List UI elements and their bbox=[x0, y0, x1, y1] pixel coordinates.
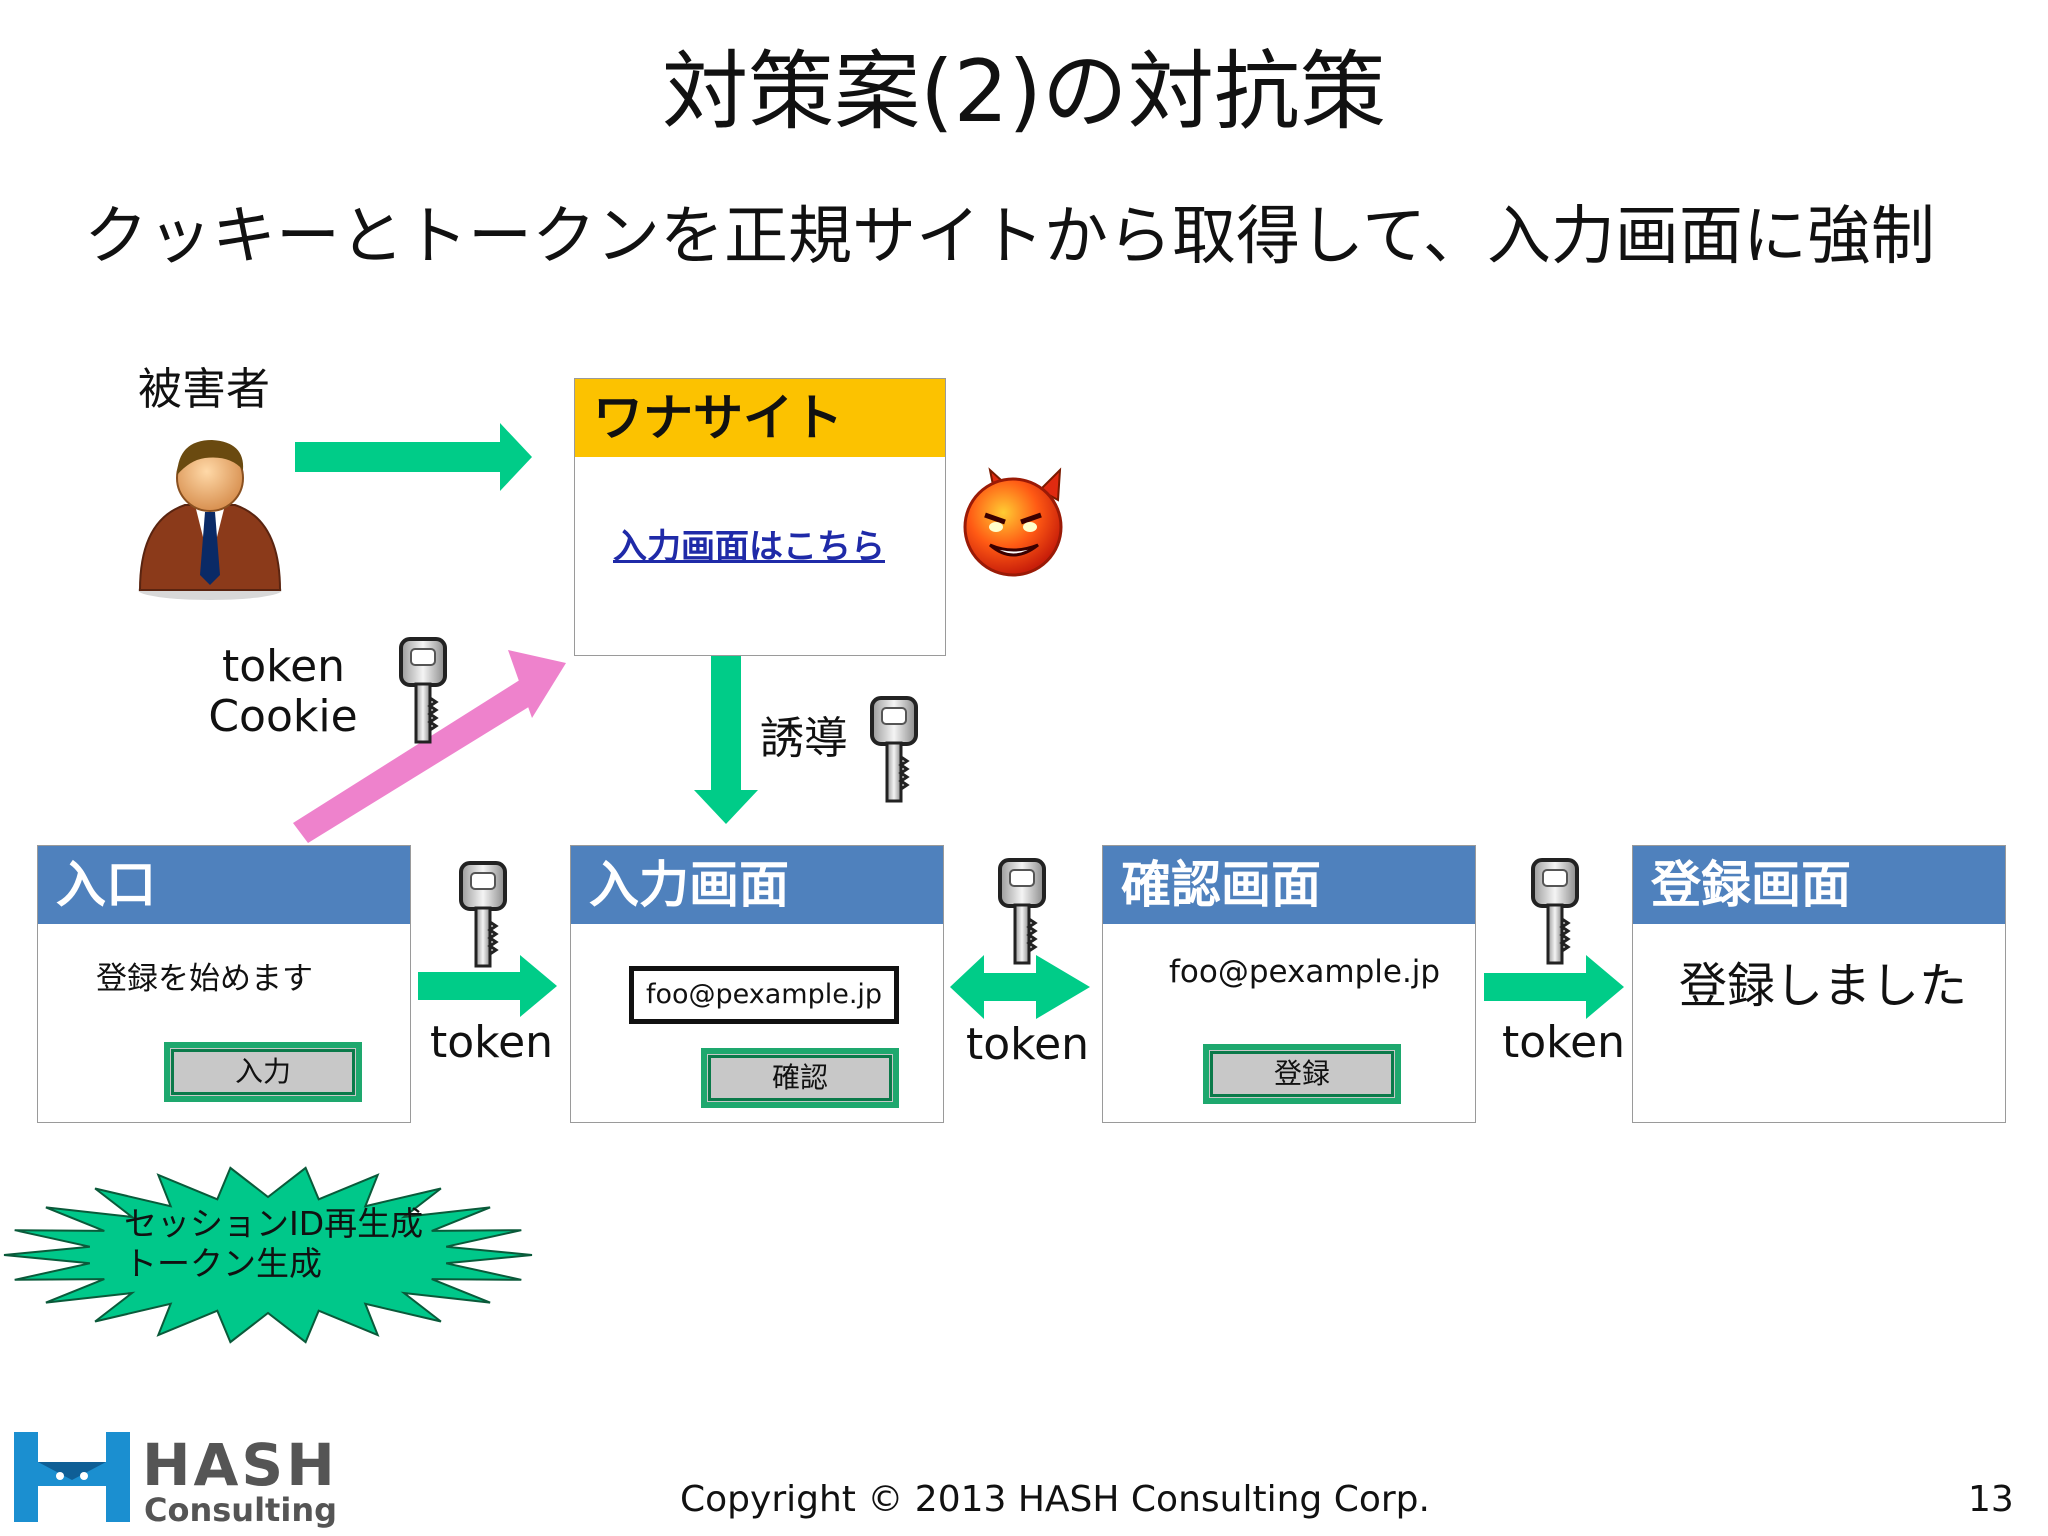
key-icon bbox=[1531, 858, 1579, 965]
token-label-1: token bbox=[430, 1017, 554, 1068]
confirm-panel: 確認画面 foo@pexample.jp 登録 bbox=[1102, 845, 1476, 1123]
register-text: 登録しました bbox=[1679, 958, 1968, 1014]
businessman-icon bbox=[138, 440, 282, 600]
arrow-entrance-to-input bbox=[418, 955, 557, 1017]
logo-text-hash: HASH bbox=[142, 1431, 338, 1499]
key-icon bbox=[870, 696, 918, 803]
entrance-panel: 入口 登録を始めます 入力 bbox=[37, 845, 411, 1123]
slide-title: 対策案(2)の対抗策 bbox=[662, 42, 1386, 142]
trap-site-link[interactable]: 入力画面はこちら bbox=[613, 527, 885, 567]
register-header: 登録画面 bbox=[1633, 846, 2005, 924]
starburst-line2: トークン生成 bbox=[124, 1244, 322, 1283]
arrow-confirm-to-register bbox=[1484, 955, 1624, 1019]
input-header: 入力画面 bbox=[571, 846, 943, 924]
register-button[interactable]: 登録 bbox=[1203, 1044, 1401, 1104]
starburst bbox=[3, 1166, 533, 1344]
key-icon bbox=[998, 858, 1046, 965]
starburst-line1: セッションID再生成 bbox=[124, 1204, 424, 1243]
input-panel: 入力画面 foo@pexample.jp 確認 bbox=[570, 845, 944, 1123]
token-label-2: token bbox=[966, 1019, 1090, 1070]
slide-subtitle: クッキーとトークンを正規サイトから取得して、入力画面に強制 bbox=[84, 200, 1935, 274]
email-field[interactable]: foo@pexample.jp bbox=[629, 966, 899, 1024]
key-icon bbox=[399, 637, 447, 744]
confirm-header: 確認画面 bbox=[1103, 846, 1475, 924]
register-panel: 登録画面 登録しました bbox=[1632, 845, 2006, 1123]
copyright: Copyright © 2013 HASH Consulting Corp. bbox=[680, 1479, 1430, 1520]
arrow-victim-to-trap bbox=[295, 423, 532, 491]
confirm-button[interactable]: 確認 bbox=[701, 1048, 899, 1108]
token-label-3: token bbox=[1502, 1017, 1626, 1068]
entrance-header: 入口 bbox=[38, 846, 410, 924]
cookie-label: Cookie bbox=[208, 691, 358, 742]
token-label: token bbox=[222, 641, 346, 692]
arrow-input-confirm bbox=[950, 955, 1090, 1019]
logo-text-consulting: Consulting bbox=[144, 1491, 337, 1529]
page-number: 13 bbox=[1968, 1479, 2014, 1520]
arrow-entrance-to-trap bbox=[293, 650, 566, 843]
trap-site-header: ワナサイト bbox=[575, 379, 945, 457]
victim-label: 被害者 bbox=[138, 364, 270, 415]
confirm-email-text: foo@pexample.jp bbox=[1169, 954, 1441, 990]
trap-site-panel: ワナサイト 入力画面はこちら bbox=[574, 378, 946, 656]
induce-label: 誘導 bbox=[760, 713, 848, 764]
entrance-text: 登録を始めます bbox=[96, 961, 313, 997]
hash-logo-icon bbox=[8, 1422, 136, 1526]
devil-face-icon bbox=[963, 467, 1063, 577]
key-icon bbox=[459, 861, 507, 968]
input-button[interactable]: 入力 bbox=[164, 1042, 362, 1102]
